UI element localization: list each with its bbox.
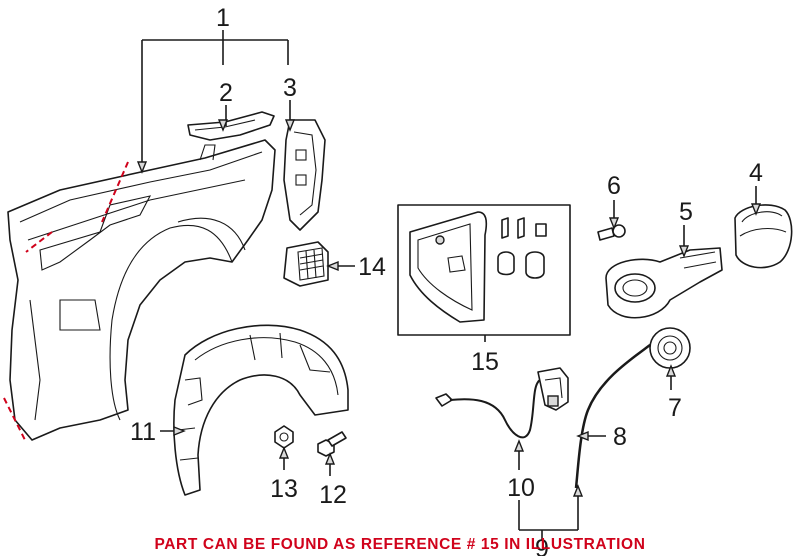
cut-lines <box>3 161 129 443</box>
callout-10: 10 <box>507 474 535 502</box>
callout-11: 11 <box>130 418 156 446</box>
release-cable <box>435 367 569 439</box>
quarter-panel <box>7 139 276 441</box>
callout-6: 6 <box>607 172 621 200</box>
inner-panel <box>283 119 326 231</box>
callout-2: 2 <box>219 79 233 107</box>
callout-7: 7 <box>668 394 682 422</box>
nut <box>274 425 294 449</box>
screw <box>597 224 626 241</box>
callout-5: 5 <box>679 198 693 226</box>
leader-lines <box>141 30 757 540</box>
wheelhouse-liner <box>173 324 349 496</box>
callout-1: 1 <box>216 4 230 32</box>
callout-12: 12 <box>319 481 347 509</box>
callout-15: 15 <box>471 348 499 376</box>
callout-labels: 1 2 3 14 11 13 12 15 6 5 4 7 8 10 9 <box>130 4 763 556</box>
bolt <box>317 431 347 457</box>
filler-housing <box>605 247 723 319</box>
callout-13: 13 <box>270 475 298 503</box>
callout-3: 3 <box>283 74 297 102</box>
trim-bracket <box>187 111 275 141</box>
callout-8: 8 <box>613 423 627 451</box>
grommet <box>649 327 691 369</box>
drain-tube <box>574 343 651 489</box>
fuel-door <box>734 204 793 269</box>
mud-flap-kit <box>397 204 571 336</box>
callout-9: 9 <box>535 535 549 556</box>
reference-note: PART CAN BE FOUND AS REFERENCE # 15 IN I… <box>154 536 645 553</box>
callout-4: 4 <box>749 159 763 187</box>
callout-14: 14 <box>358 253 386 281</box>
vent-grille <box>283 241 329 287</box>
arrowheads <box>136 119 762 497</box>
